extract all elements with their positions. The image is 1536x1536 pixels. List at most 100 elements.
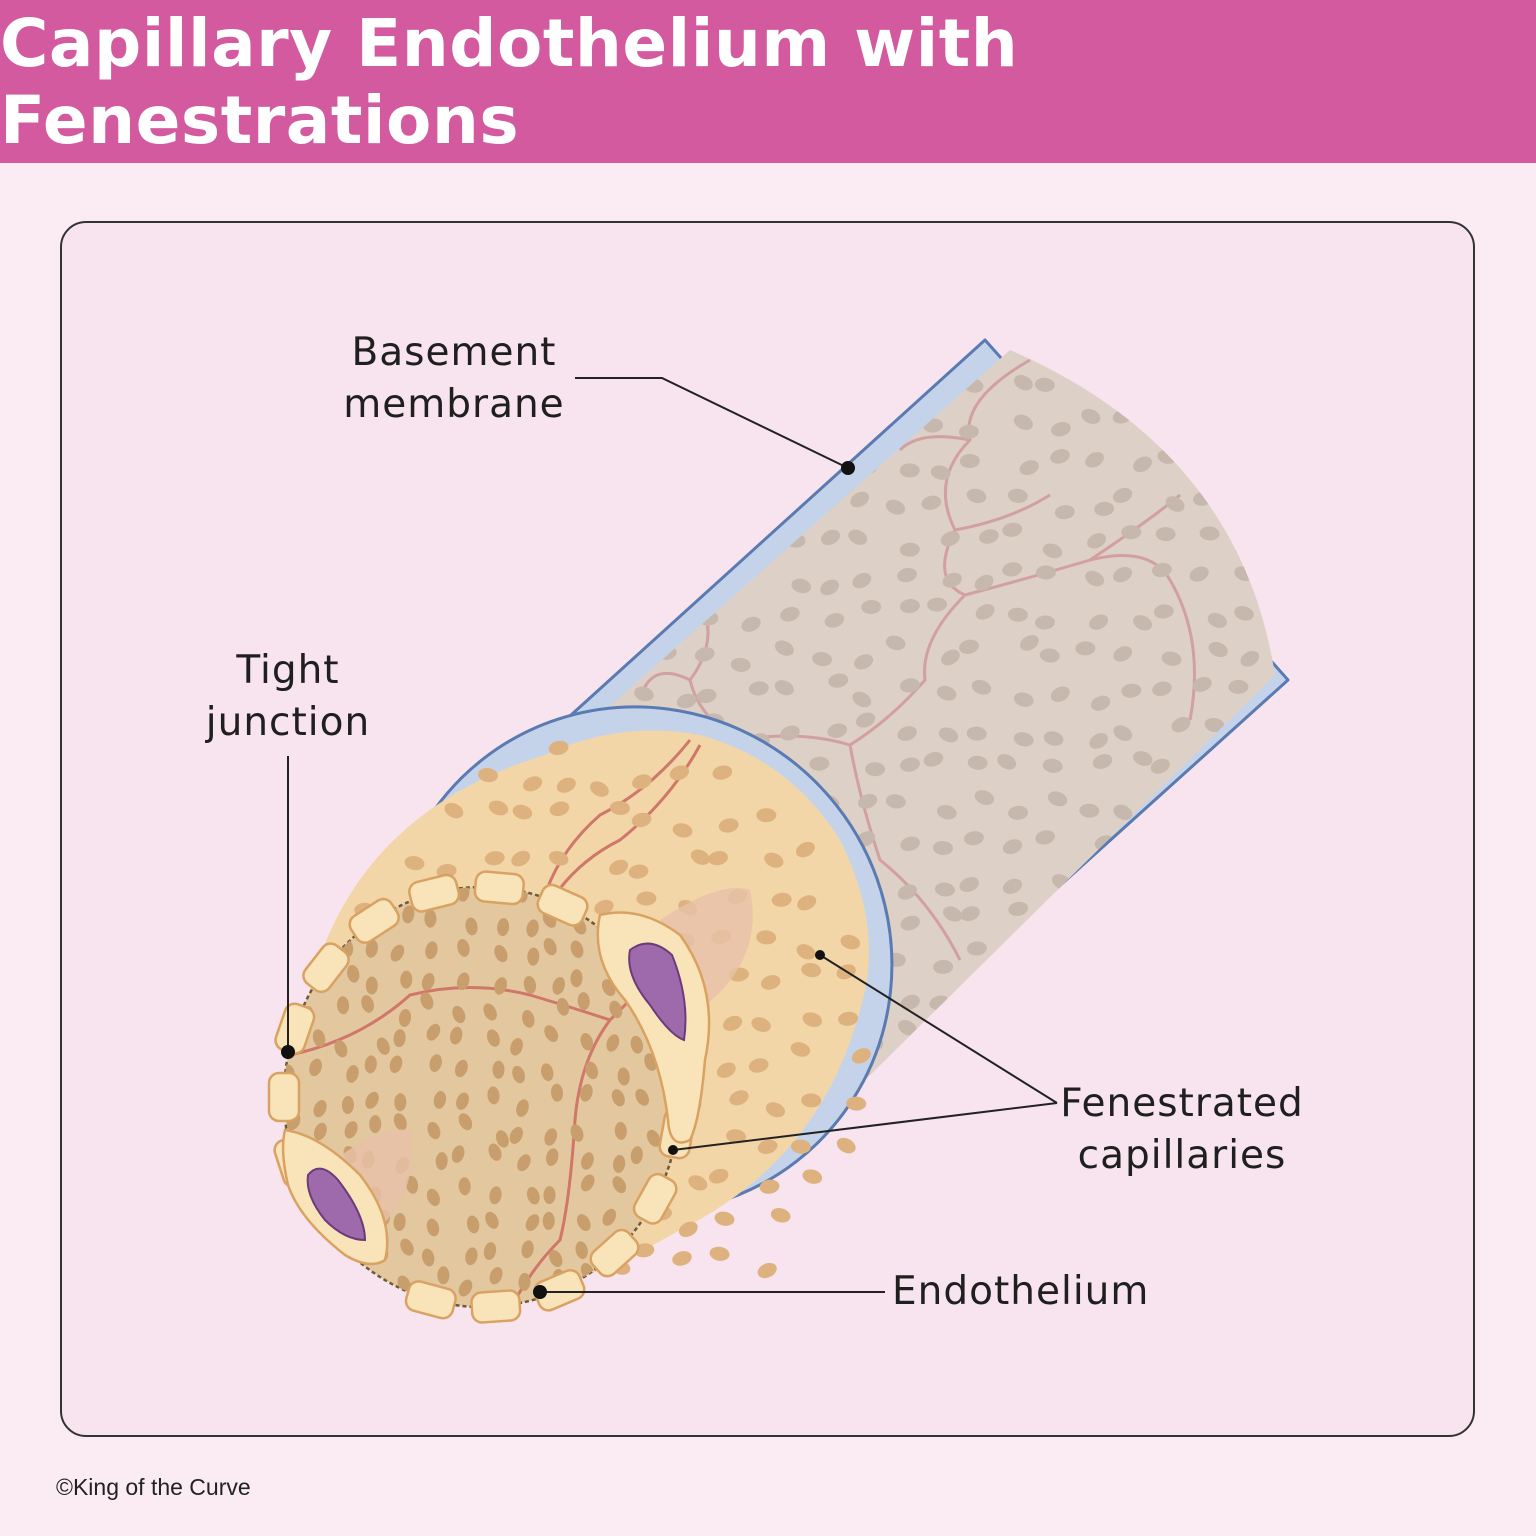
fenestration-dot	[1133, 456, 1152, 473]
fenestration-dot	[365, 1091, 379, 1109]
fenestration-dot	[369, 1115, 382, 1134]
fenestration-dot	[933, 840, 953, 856]
label-tight-line2: junction	[205, 700, 371, 745]
fenestration-dot	[541, 1063, 554, 1082]
fenestration-dot	[656, 351, 677, 366]
fenestration-dot	[580, 1174, 595, 1192]
fenestration-dot	[1054, 505, 1075, 520]
fenestration-dot	[429, 1054, 442, 1072]
fenestration-dot	[522, 1010, 535, 1028]
endothelial-cell	[408, 873, 461, 913]
fenestration-dot	[543, 1186, 556, 1205]
fenestration-dot	[979, 981, 999, 997]
fenestration-dot	[454, 1059, 468, 1078]
fenestration-dot	[1020, 635, 1039, 651]
fenestration-dot	[718, 818, 739, 833]
fenestration-dot	[1092, 754, 1113, 769]
fenestration-dot	[975, 604, 995, 620]
fenestration-dot	[897, 567, 917, 583]
fenestration-dot	[1093, 872, 1113, 889]
fenestration-dot	[1036, 1017, 1057, 1033]
fenestration-dot	[521, 1240, 534, 1259]
fenestration-dot	[1207, 374, 1227, 391]
fenestration-dot	[1112, 352, 1133, 367]
fenestration-dot	[488, 1143, 502, 1161]
fenestration-dot	[1075, 997, 1096, 1013]
fenestration-dot	[678, 1221, 698, 1238]
fenestration-dot	[923, 751, 944, 767]
fenestration-dot	[544, 1025, 559, 1042]
fenestration-dot	[759, 1179, 780, 1194]
fenestration-dot	[698, 492, 719, 507]
fenestration-dot	[425, 941, 438, 960]
fenestration-dot	[1234, 923, 1255, 938]
fenestration-dot	[780, 725, 800, 741]
fenestration-dot	[600, 487, 618, 502]
fenestration-dot	[630, 1035, 643, 1054]
fenestration-dot	[688, 1175, 708, 1191]
fenestration-dot	[1014, 1026, 1034, 1041]
fenestration-dot	[427, 1121, 441, 1140]
fenestration-dot	[959, 877, 979, 892]
fenestration-dot	[936, 685, 957, 701]
fenestration-dot	[495, 1130, 509, 1148]
fenestration-dot	[1035, 830, 1056, 845]
page-title: Capillary Endothelium with Fenestrations	[0, 4, 1019, 159]
label-endothelium-text: Endothelium	[892, 1269, 1150, 1314]
fenestration-dot	[346, 1065, 359, 1083]
fenestration-dot	[959, 639, 979, 654]
fenestration-dot	[1089, 614, 1109, 630]
fenestration-dot	[898, 1019, 917, 1036]
label-tight-line1: Tight	[236, 648, 340, 693]
endothelial-cell	[348, 897, 400, 944]
fenestration-dot	[549, 1249, 563, 1268]
fenestration-dot	[930, 465, 951, 480]
fenestration-dot	[364, 1055, 377, 1074]
fenestration-dot	[848, 410, 868, 427]
fenestration-dot	[899, 384, 920, 399]
fenestration-dot	[1171, 835, 1191, 852]
fenestration-dot	[1159, 372, 1180, 387]
fenestration-dot	[458, 1279, 473, 1297]
fenestration-dot	[421, 972, 435, 991]
fenestration-dot	[630, 524, 650, 539]
fenestration-dot	[483, 1003, 497, 1021]
fenestration-dot	[855, 712, 876, 728]
fenestration-dot	[523, 975, 537, 994]
fenestration-dot	[974, 790, 995, 806]
fenestration-dot	[488, 800, 509, 816]
fenestration-dot	[542, 1211, 555, 1230]
fenestration-dot	[1035, 565, 1056, 580]
fenestration-dot	[1193, 943, 1213, 960]
fenestration-dot	[1121, 525, 1142, 540]
fenestration-dot	[966, 488, 987, 504]
nucleus-bulge	[660, 888, 753, 1010]
fenestration-dot	[656, 408, 677, 423]
fenestration-dot	[526, 1186, 540, 1205]
fenestration-dot	[511, 850, 531, 867]
leader-dots	[281, 461, 855, 1299]
fenestration-dot	[1228, 385, 1248, 400]
fenestration-dot	[420, 992, 434, 1010]
fenestration-dot	[774, 640, 794, 656]
fenestration-dot	[548, 850, 569, 866]
fenestration-dot	[899, 542, 920, 557]
fenestration-dot	[422, 1248, 435, 1267]
fenestration-dot	[764, 852, 784, 868]
fenestration-dot	[308, 887, 322, 904]
fenestration-dot	[828, 673, 849, 688]
fenestration-dot	[606, 1034, 620, 1052]
fenestration-dot	[1197, 868, 1217, 884]
fenestration-dot	[714, 1211, 735, 1226]
fenestration-dot	[600, 465, 602, 481]
fenestration-dot	[525, 1214, 540, 1231]
fenestration-dot	[733, 530, 754, 545]
fenestration-dot	[974, 1028, 995, 1043]
fenestration-dot	[424, 909, 437, 928]
fenestration-dot	[729, 1090, 749, 1106]
fenestration-dot	[600, 350, 610, 359]
fenestration-dot	[1199, 526, 1220, 541]
fenestration-dot	[1043, 731, 1064, 746]
fenestration-dot	[1034, 377, 1055, 392]
endothelial-cell	[589, 1228, 640, 1278]
